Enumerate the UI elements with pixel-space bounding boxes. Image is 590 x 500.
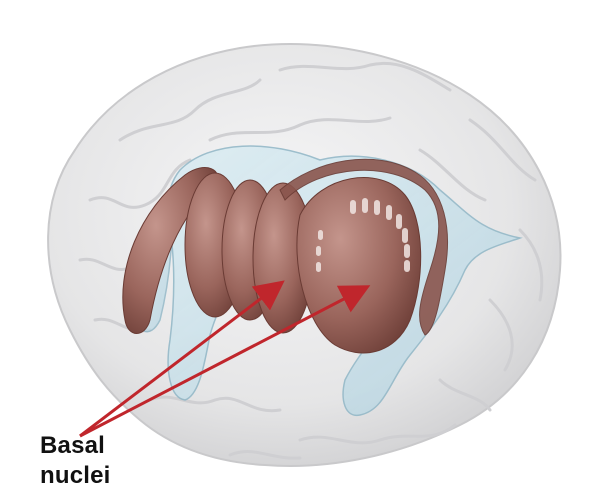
label-nuclei: nuclei [40,462,111,489]
thalamus [279,158,448,354]
arrow-to-thalamus [79,285,371,438]
arrow-to-putamen [79,280,285,438]
label-basal: Basal [40,432,106,459]
annotation-arrows [79,280,371,438]
